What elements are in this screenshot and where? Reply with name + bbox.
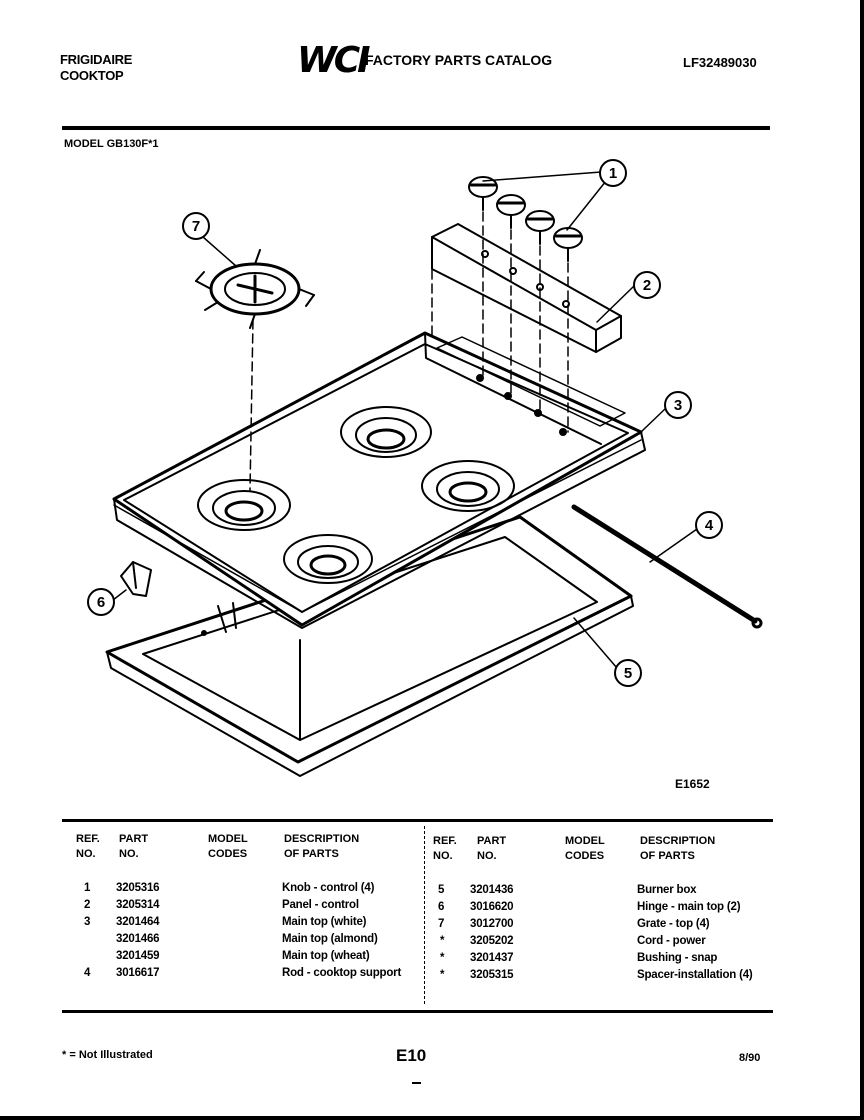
- table-row-desc: Cord - power: [637, 935, 706, 947]
- table-top-rule: [62, 819, 773, 822]
- brand-name: FRIGIDAIRE: [60, 52, 133, 67]
- right-header-model: MODEL CODES: [565, 835, 605, 862]
- table-row-desc: Burner box: [637, 884, 697, 896]
- table-row-part: 3205314: [116, 899, 160, 911]
- table-row-desc: Main top (wheat): [282, 950, 370, 962]
- burner-rings: [197, 406, 515, 584]
- left-header-ref: REF. NO.: [76, 833, 100, 860]
- revision-date: 8/90: [739, 1052, 761, 1064]
- main-top-drawing: [112, 331, 646, 629]
- svg-text:4: 4: [705, 517, 714, 534]
- exploded-parts-diagram: 1 2 3 4 5 6 7: [87, 159, 763, 777]
- table-row-ref: *: [440, 935, 445, 947]
- table-row-ref: 6: [438, 901, 445, 913]
- right-header-part: PART NO.: [477, 835, 507, 862]
- left-header-model: MODEL CODES: [208, 833, 248, 860]
- page-underline: [412, 1082, 421, 1084]
- table-row-part: 3201459: [116, 950, 160, 962]
- table-row-part: 3201436: [470, 884, 514, 896]
- callout-2: 2: [633, 271, 661, 299]
- table-row-ref: 1: [84, 882, 91, 894]
- table-row-ref: 4: [84, 967, 91, 979]
- table-row-ref: 7: [438, 918, 445, 930]
- grate-drawing: [195, 249, 315, 329]
- header-rule: [62, 126, 770, 130]
- callout-4: 4: [695, 511, 723, 539]
- table-row-part: 3201466: [116, 933, 160, 945]
- svg-text:3: 3: [674, 397, 682, 414]
- table-row-part: 3016620: [470, 901, 514, 913]
- brand-block: FRIGIDAIRE COOKTOP: [60, 52, 132, 84]
- drawing-number: E1652: [675, 777, 710, 791]
- callout-3: 3: [664, 391, 692, 419]
- burner-box-drawing: [105, 515, 634, 777]
- svg-text:6: 6: [97, 594, 105, 611]
- table-row-part: 3016617: [116, 967, 160, 979]
- left-header-part: PART NO.: [119, 833, 149, 860]
- control-panel-drawing: [431, 223, 622, 353]
- table-row-part: 3205316: [116, 882, 160, 894]
- svg-text:7: 7: [192, 218, 200, 235]
- product-type: COOKTOP: [60, 68, 124, 83]
- wci-logo: WCI: [297, 40, 371, 81]
- left-header-desc: DESCRIPTION OF PARTS: [284, 833, 360, 860]
- knob-drawings: [468, 176, 583, 262]
- svg-text:2: 2: [643, 277, 651, 294]
- table-row-desc: Rod - cooktop support: [282, 967, 402, 979]
- table-row-desc: Main top (white): [282, 916, 367, 928]
- table-row-part: 3205315: [470, 969, 514, 981]
- right-header-desc: DESCRIPTION OF PARTS: [640, 835, 716, 862]
- svg-text:5: 5: [624, 665, 632, 682]
- support-rod-drawing: [571, 504, 763, 629]
- catalog-title: FACTORY PARTS CATALOG: [365, 52, 553, 68]
- callout-7: 7: [182, 212, 210, 240]
- page-number: E10: [396, 1046, 427, 1065]
- callout-5: 5: [614, 659, 642, 687]
- table-row-desc: Grate - top (4): [637, 918, 710, 930]
- table-row-part: 3205202: [470, 935, 514, 947]
- callout-6: 6: [87, 588, 115, 616]
- table-row-ref: 3: [84, 916, 91, 928]
- model-label: MODEL GB130F*1: [64, 138, 159, 150]
- table-row-desc: Bushing - snap: [637, 952, 718, 964]
- table-column-divider: [424, 826, 425, 1004]
- table-row-ref: *: [440, 969, 445, 981]
- table-bottom-rule: [62, 1010, 773, 1013]
- table-row-part: 3201464: [116, 916, 160, 928]
- svg-text:1: 1: [609, 165, 617, 182]
- footnote: * = Not Illustrated: [62, 1049, 153, 1061]
- hinge-drawing: [120, 561, 152, 597]
- table-row-part: 3201437: [470, 952, 514, 964]
- document-number: LF32489030: [683, 55, 757, 70]
- right-header-ref: REF. NO.: [433, 835, 457, 862]
- callout-1: 1: [599, 159, 627, 187]
- table-row-desc: Knob - control (4): [282, 882, 375, 894]
- table-row-ref: 5: [438, 884, 445, 896]
- callout-markers: 1 2 3 4 5 6 7: [87, 159, 723, 687]
- table-row-desc: Hinge - main top (2): [637, 901, 741, 913]
- table-row-desc: Panel - control: [282, 899, 359, 911]
- table-row-ref: 2: [84, 899, 91, 911]
- table-row-ref: *: [440, 952, 445, 964]
- table-row-desc: Spacer-installation (4): [637, 969, 753, 981]
- table-row-desc: Main top (almond): [282, 933, 378, 945]
- table-row-part: 3012700: [470, 918, 514, 930]
